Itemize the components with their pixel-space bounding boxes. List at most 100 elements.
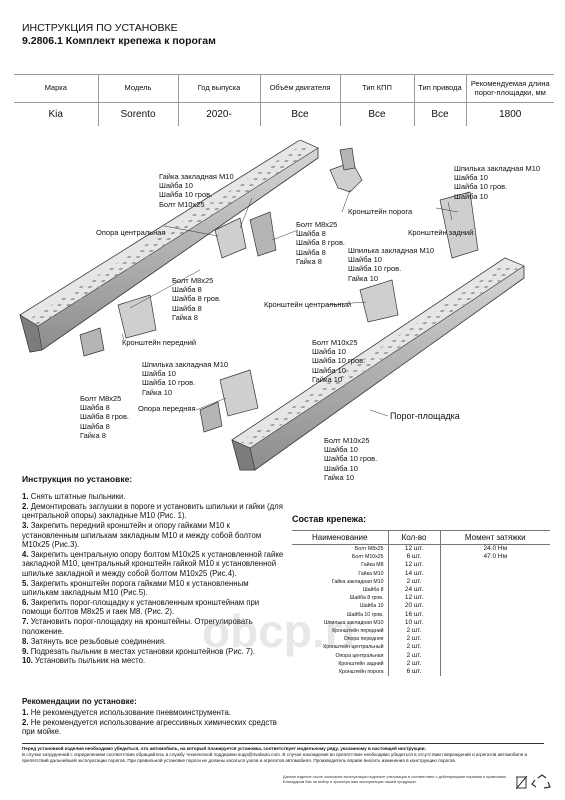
instruction-step: 7. Установить порог-площадку на кронштей…: [22, 617, 284, 636]
label-line: Шайба 10: [324, 445, 358, 455]
label-line: Шайба 10 гров.: [312, 356, 366, 366]
label-stud-right2: Шпилька закладная М10 Шайба 10 Шайба 10 …: [348, 246, 434, 283]
label-line: Гайка 10: [324, 472, 355, 482]
spec-header-cell: Тип привода: [413, 74, 466, 103]
spec-data-row: Kia Sorento 2020- Все Все Все 1800: [14, 102, 554, 126]
footer-rule: [22, 743, 544, 744]
label-line: Болт М10х25: [324, 436, 370, 445]
vehicle-spec-table: Марка Модель Год выпуска Объём двигателя…: [14, 74, 554, 126]
label-line: Шайба 10: [142, 369, 176, 379]
parts-cell-qty: 2 шт.: [387, 659, 440, 669]
step-text: Затянуть все резьбовые соединения.: [30, 636, 167, 646]
parts-cell-name: Шайба 10 гров.: [346, 611, 384, 618]
spec-cell: Sorento: [97, 102, 178, 126]
parts-cell-qty: 12 шт.: [387, 594, 440, 603]
instruction-step: 10. Установить пыльник на место.: [22, 656, 284, 665]
label-line: Шайба 8: [296, 247, 326, 257]
step-text: Закрепить порог-площадку к установленным…: [22, 597, 260, 617]
leader-lines: [121, 189, 459, 417]
bracket-center: [359, 279, 399, 323]
label-step-board: Порог-площадка: [390, 411, 460, 421]
parts-cell-name: Опора передняя: [343, 636, 384, 643]
exploded-assembly-diagram: Гайка закладная М10 Шайба 10 Шайба 10 гр…: [0, 139, 565, 482]
parts-cell-name: Гайка М8: [361, 562, 384, 569]
label-line: Шайба 10: [324, 463, 358, 473]
instruction-step: 6. Закрепить порог-площадку к установлен…: [22, 598, 284, 617]
reco-number: 1.: [22, 708, 29, 717]
support-front: [199, 369, 259, 433]
parts-cell-qty: 16 шт.: [387, 610, 440, 619]
label-line: Болт М8х25: [172, 276, 214, 285]
parts-cell-torque: [439, 569, 550, 578]
step-number: 8.: [22, 636, 29, 646]
label-bolt-m8-bottom: Болт М8х25 Шайба 8 Шайба 8 гров. Шайба 8…: [80, 394, 129, 440]
spec-header-cell: Марка: [14, 74, 98, 103]
step-text: Установить пыльник на место.: [35, 656, 146, 666]
recommendation-item: 1. Не рекомендуется использование пневмо…: [22, 708, 292, 718]
right-step-board: [231, 257, 525, 471]
parts-row: Шайба 8 гров.12 шт.: [292, 594, 550, 603]
label-rear-bracket: Кронштейн задний: [408, 228, 474, 237]
spec-cell: Все: [259, 102, 340, 126]
step-text: Закрепить кронштейн порога гайками М10 к…: [22, 578, 249, 598]
parts-cell-qty: 12 шт.: [387, 561, 440, 570]
step-number: 1.: [22, 492, 29, 501]
parts-header-cell: Наименование: [292, 530, 388, 545]
parts-cell-name: Болт М8х25: [354, 546, 384, 552]
step-number: 6.: [22, 597, 29, 607]
label-line: Шайба 10: [312, 347, 346, 357]
recycle-icon: [516, 774, 551, 790]
parts-cell-name: Гайка закладная М10: [331, 578, 384, 585]
step-text: Подрезать пыльник в местах установки кро…: [30, 646, 256, 656]
parts-cell-qty: 6 шт.: [387, 668, 440, 677]
spec-cell: Kia: [48, 108, 63, 120]
step-number: 5.: [22, 578, 29, 588]
step-text: Снять штатные пыльники.: [30, 492, 126, 501]
instruction-step: 9. Подрезать пыльник в местах установки …: [22, 647, 284, 656]
label-line: Шайба 10 гров.: [324, 454, 378, 464]
label-stud-right: Шпилька закладная М10 Шайба 10 Шайба 10 …: [454, 164, 540, 201]
parts-table: Наименование Кол-во Момент затяжки Болт …: [292, 530, 550, 677]
assembly-drawing: [19, 139, 525, 471]
spec-cell: 1800: [465, 102, 554, 126]
label-bolt-m10-bottom: Болт М10х25 Шайба 10 Шайба 10 гров. Шайб…: [324, 436, 377, 482]
label-bolt-m10-mid: Болт М10х25 Шайба 10 Шайба 10 гров. Шайб…: [312, 338, 365, 384]
spec-header-cell: Модель: [97, 74, 178, 103]
parts-cell-torque: [439, 635, 550, 644]
parts-cell-torque: [439, 602, 550, 611]
left-step-board: [19, 139, 319, 353]
step-text: Установить порог-площадку на кронштейны.…: [22, 617, 253, 636]
spec-header-cell: Год выпуска: [177, 74, 260, 103]
reco-text: Не рекомендуется использование агрессивн…: [22, 717, 277, 737]
label-line: Шайба 8: [80, 421, 110, 431]
instruction-steps: 1. Снять штатные пыльники. 2. Демонтиров…: [22, 492, 284, 666]
parts-cell-qty: 2 шт.: [387, 635, 440, 644]
label-line: Гайка закладная М10: [159, 172, 234, 181]
label-line: Гайка 8: [80, 430, 106, 440]
label-line: Гайка 10: [312, 374, 343, 384]
label-line: Болт М8х25: [296, 220, 338, 229]
step-number: 7.: [22, 617, 29, 627]
parts-cell-name: Опора центральная: [335, 652, 384, 659]
label-line: Шпилька закладная М10: [348, 246, 435, 255]
document-title: ИНСТРУКЦИЯ ПО УСТАНОВКЕ: [22, 22, 178, 34]
label-line: Шайба 10: [159, 181, 193, 191]
parts-cell-qty: 2 шт.: [387, 627, 440, 636]
label-center-support: Опора центральная: [96, 228, 166, 237]
parts-cell-torque: [439, 627, 550, 636]
recommendation-item: 2. Не рекомендуется использование агресс…: [22, 718, 292, 737]
instruction-step: 2. Демонтировать заглушки в пороге и уст…: [22, 502, 284, 521]
label-bracket-sill: Кронштейн порога: [348, 207, 413, 216]
label-line: Шайба 8 гров.: [80, 412, 130, 422]
spec-cell: Все: [413, 102, 466, 126]
parts-cell-qty: 2 шт.: [387, 577, 440, 587]
parts-cell-name: Гайка М10: [358, 570, 384, 577]
parts-cell-torque: [439, 561, 550, 570]
watermark-text: оbсp.ru: [202, 605, 352, 657]
parts-cell-qty: 12 шт.: [387, 544, 440, 554]
spec-cell: 2020-: [177, 102, 260, 126]
